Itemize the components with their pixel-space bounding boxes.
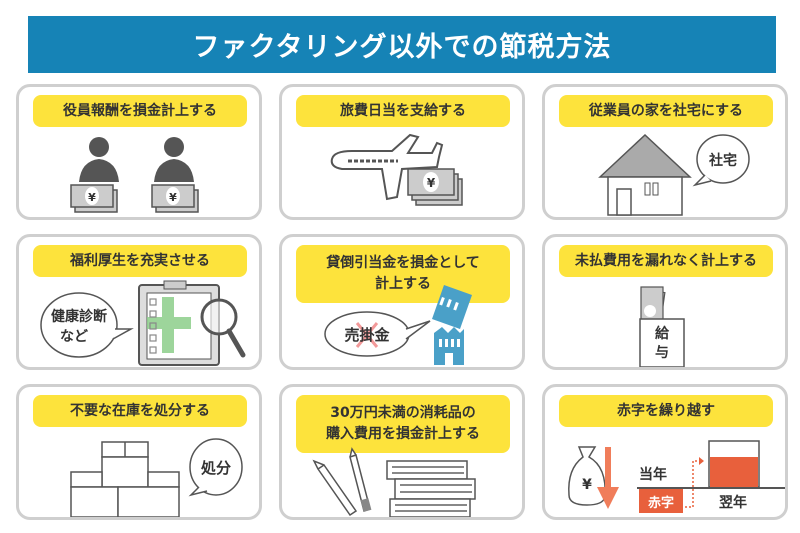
clipboard-magnifier-icon: 健康診断 など [40, 280, 246, 366]
card-consumables: 30万円未満の消耗品の購入費用を損金計上する [279, 384, 525, 520]
bubble-text-line2: など [60, 329, 88, 345]
card-label: 貸倒引当金を損金として計上する [296, 245, 510, 303]
speech-bubble-text: 売掛金 [344, 326, 390, 344]
card-executive-pay: 役員報酬を損金計上する ¥ ¥ [16, 84, 262, 220]
card-label: 30万円未満の消耗品の購入費用を損金計上する [296, 395, 510, 453]
speech-bubble-text: 処分 [200, 459, 231, 477]
card-label: 赤字を繰り越す [559, 395, 773, 427]
collapsing-building-icon: 売掛金 [324, 285, 472, 365]
yen-text: ¥ [169, 191, 177, 204]
card-label-line1: 貸倒引当金を損金として [326, 255, 480, 271]
card-label-line1: 30万円未満の消耗品の [330, 405, 476, 421]
card-label: 福利厚生を充実させる [33, 245, 247, 277]
card-bad-debt-reserve: 貸倒引当金を損金として計上する 売掛金 [279, 234, 525, 370]
card-label: 未払費用を漏れなく計上する [559, 245, 773, 277]
envelope-text-line2: 与 [655, 345, 669, 361]
card-label: 従業員の家を社宅にする [559, 95, 773, 127]
card-accrued-expenses: 未払費用を漏れなく計上する 給 与 [542, 234, 788, 370]
house-icon: 社宅 [598, 133, 750, 216]
this-year-label: 当年 [639, 466, 667, 483]
card-label: 不要な在庫を処分する [33, 395, 247, 427]
card-label-line2: 購入費用を損金計上する [326, 426, 480, 442]
card-label: 旅費日当を支給する [296, 95, 510, 127]
bubble-text-line1: 健康診断 [51, 308, 107, 325]
card-label: 役員報酬を損金計上する [33, 95, 247, 127]
deficit-label: 赤字 [648, 495, 674, 511]
card-travel-allowance: 旅費日当を支給する ¥ [279, 84, 525, 220]
card-company-housing: 従業員の家を社宅にする 社宅 [542, 84, 788, 220]
yen-text: ¥ [427, 176, 436, 190]
page-title: ファクタリング以外での節税方法 [28, 16, 776, 73]
airplane-money-icon: ¥ [330, 133, 463, 206]
envelope-text-line1: 給 [655, 325, 670, 342]
card-label-line2: 計上する [375, 276, 431, 292]
executives-with-money-icon: ¥ ¥ [70, 137, 199, 213]
boxes-icon: 処分 [70, 438, 243, 517]
card-welfare: 福利厚生を充実させる 健康診断 など [16, 234, 262, 370]
next-year-label: 翌年 [719, 494, 747, 511]
yen-text: ¥ [582, 477, 592, 493]
yen-text: ¥ [88, 191, 96, 204]
card-dispose-inventory: 不要な在庫を処分する 処分 [16, 384, 262, 520]
speech-bubble-text: 社宅 [708, 152, 737, 169]
cross-mark-icon [355, 322, 379, 348]
card-loss-carryforward: 赤字を繰り越す ¥ 当年 赤字 翌年 [542, 384, 788, 520]
pens-books-icon [312, 447, 476, 517]
salary-envelope-icon: 給 与 [639, 286, 685, 367]
loss-carryforward-icon: ¥ 当年 赤字 翌年 [568, 440, 785, 513]
